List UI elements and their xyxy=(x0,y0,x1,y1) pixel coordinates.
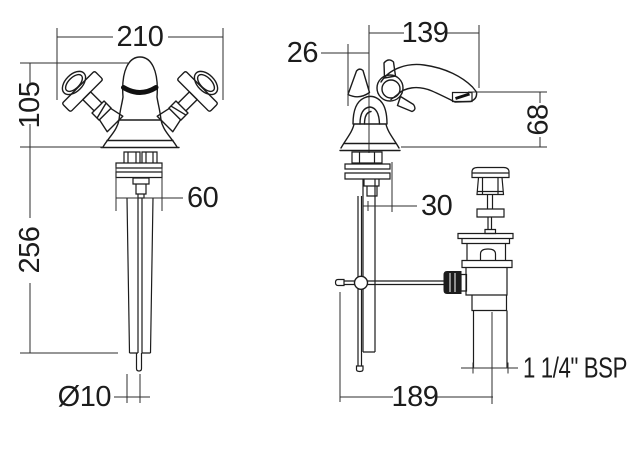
side-view: 139 26 68 30 189 1 1/4" BSP xyxy=(287,17,628,413)
side-base xyxy=(339,123,401,152)
dim-label-139: 139 xyxy=(402,17,449,49)
side-dim-rod-reach: 189 xyxy=(339,292,493,413)
dim-label-256: 256 xyxy=(14,227,46,274)
side-mount-hardware xyxy=(344,151,391,197)
side-tail-pipe xyxy=(362,179,376,353)
waste-rod-knob xyxy=(443,271,462,294)
side-dim-handle-overhang: 26 xyxy=(287,37,369,106)
waste-plug xyxy=(471,166,510,235)
dim-label-105: 105 xyxy=(14,82,46,129)
dim-label-26: 26 xyxy=(287,37,318,69)
front-right-handle xyxy=(148,60,229,141)
front-dim-pipe-diameter: Ø10 xyxy=(58,374,150,413)
side-handle-hub-inner xyxy=(381,79,401,99)
dim-label-60: 60 xyxy=(187,182,218,214)
dim-label-bsp: 1 1/4" BSP xyxy=(523,353,627,385)
side-dim-waste-thread: 1 1/4" BSP xyxy=(461,353,628,385)
front-view: 210 105 256 60 Ø10 xyxy=(14,21,229,413)
side-spout xyxy=(380,63,478,103)
dim-label-30: 30 xyxy=(421,190,452,222)
side-handle-arms xyxy=(347,59,416,113)
front-dim-base-width: 60 xyxy=(115,166,219,214)
waste-body xyxy=(457,232,514,368)
side-popup-rod-horizontal xyxy=(334,278,447,287)
front-tail-pipes xyxy=(126,197,154,372)
front-dim-overall-width: 210 xyxy=(56,21,224,100)
front-dim-tail-length: 256 xyxy=(14,147,118,354)
side-spout-aerator-slots xyxy=(455,92,470,100)
side-rod-ball-joint xyxy=(353,275,369,290)
front-mount-hardware xyxy=(115,151,163,199)
side-spout-aerator xyxy=(451,91,473,103)
dim-label-68: 68 xyxy=(523,104,555,135)
dim-label-210: 210 xyxy=(117,21,164,53)
side-dim-base-depth: 30 xyxy=(363,162,453,222)
waste-rod-knob-ridges xyxy=(449,273,456,292)
dim-label-189: 189 xyxy=(392,381,439,413)
side-dim-spout-height: 68 xyxy=(401,91,555,148)
side-handle-hub xyxy=(376,74,404,102)
front-spout-body xyxy=(118,56,162,121)
front-spout-mouth xyxy=(121,85,159,95)
side-dim-spout-reach: 139 xyxy=(369,17,480,88)
front-left-handle xyxy=(51,60,132,141)
dim-label-dia10: Ø10 xyxy=(58,381,111,413)
front-base xyxy=(100,119,180,149)
front-dim-height-above-deck: 105 xyxy=(14,62,128,148)
side-body xyxy=(352,95,388,125)
